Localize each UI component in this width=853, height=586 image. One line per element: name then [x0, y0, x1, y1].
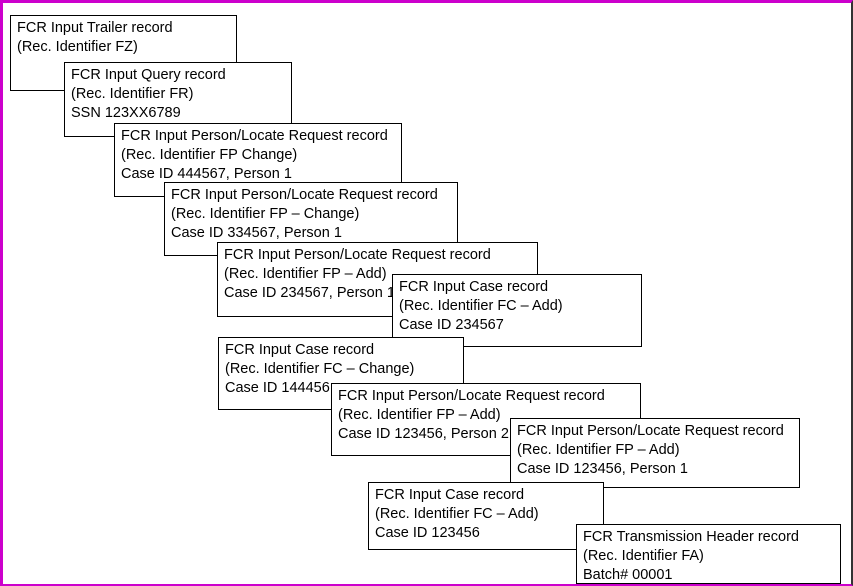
record-box-person-locate-request-123456-person1: FCR Input Person/Locate Request record (R… [510, 418, 800, 488]
record-title: FCR Input Case record [399, 279, 549, 295]
record-identifier: (Rec. Identifier FP – Add) [338, 407, 501, 423]
record-detail: Case ID 123456, Person 1 [517, 461, 688, 477]
record-box-input-query-record: FCR Input Query record (Rec. Identifier F… [64, 62, 292, 137]
record-identifier: (Rec. Identifier FP – Change) [171, 206, 360, 222]
record-title: FCR Input Case record [225, 342, 375, 358]
record-detail: Case ID 234567 [399, 317, 504, 333]
record-title: FCR Input Query record [71, 67, 226, 83]
record-title: FCR Input Person/Locate Request record [517, 423, 784, 439]
record-identifier: (Rec. Identifier FZ) [17, 39, 138, 55]
record-title: FCR Input Person/Locate Request record [121, 128, 388, 144]
record-detail: Case ID 444567, Person 1 [121, 166, 292, 182]
record-identifier: (Rec. Identifier FR) [71, 86, 194, 102]
record-identifier: (Rec. Identifier FA) [583, 548, 704, 564]
record-detail: SSN 123XX6789 [71, 105, 181, 121]
record-title: FCR Transmission Header record [583, 529, 799, 545]
record-detail: Case ID 234567, Person 1 [224, 285, 395, 301]
record-title: FCR Input Case record [375, 487, 525, 503]
record-box-case-record-234567: FCR Input Case record (Rec. Identifier FC… [392, 274, 642, 347]
record-identifier: (Rec. Identifier FP – Add) [517, 442, 680, 458]
record-identifier: (Rec. Identifier FP Change) [121, 147, 298, 163]
record-detail: Case ID 334567, Person 1 [171, 225, 342, 241]
record-box-case-record-123456: FCR Input Case record (Rec. Identifier FC… [368, 482, 604, 550]
record-box-transmission-header-record: FCR Transmission Header record (Rec. Iden… [576, 524, 841, 584]
record-detail: Case ID 123456 [375, 525, 480, 541]
record-title: FCR Input Person/Locate Request record [171, 187, 438, 203]
record-detail: Case ID 144456 [225, 380, 330, 396]
record-title: FCR Input Person/Locate Request record [338, 388, 605, 404]
record-box-person-locate-request-234567: FCR Input Person/Locate Request record (R… [217, 242, 538, 317]
record-detail: Batch# 00001 [583, 567, 673, 583]
record-identifier: (Rec. Identifier FC – Change) [225, 361, 415, 377]
record-identifier: (Rec. Identifier FP – Add) [224, 266, 387, 282]
record-identifier: (Rec. Identifier FC – Add) [399, 298, 563, 314]
record-identifier: (Rec. Identifier FC – Add) [375, 506, 539, 522]
record-detail: Case ID 123456, Person 2 [338, 426, 509, 442]
record-title: FCR Input Person/Locate Request record [224, 247, 491, 263]
record-title: FCR Input Trailer record [17, 20, 173, 36]
